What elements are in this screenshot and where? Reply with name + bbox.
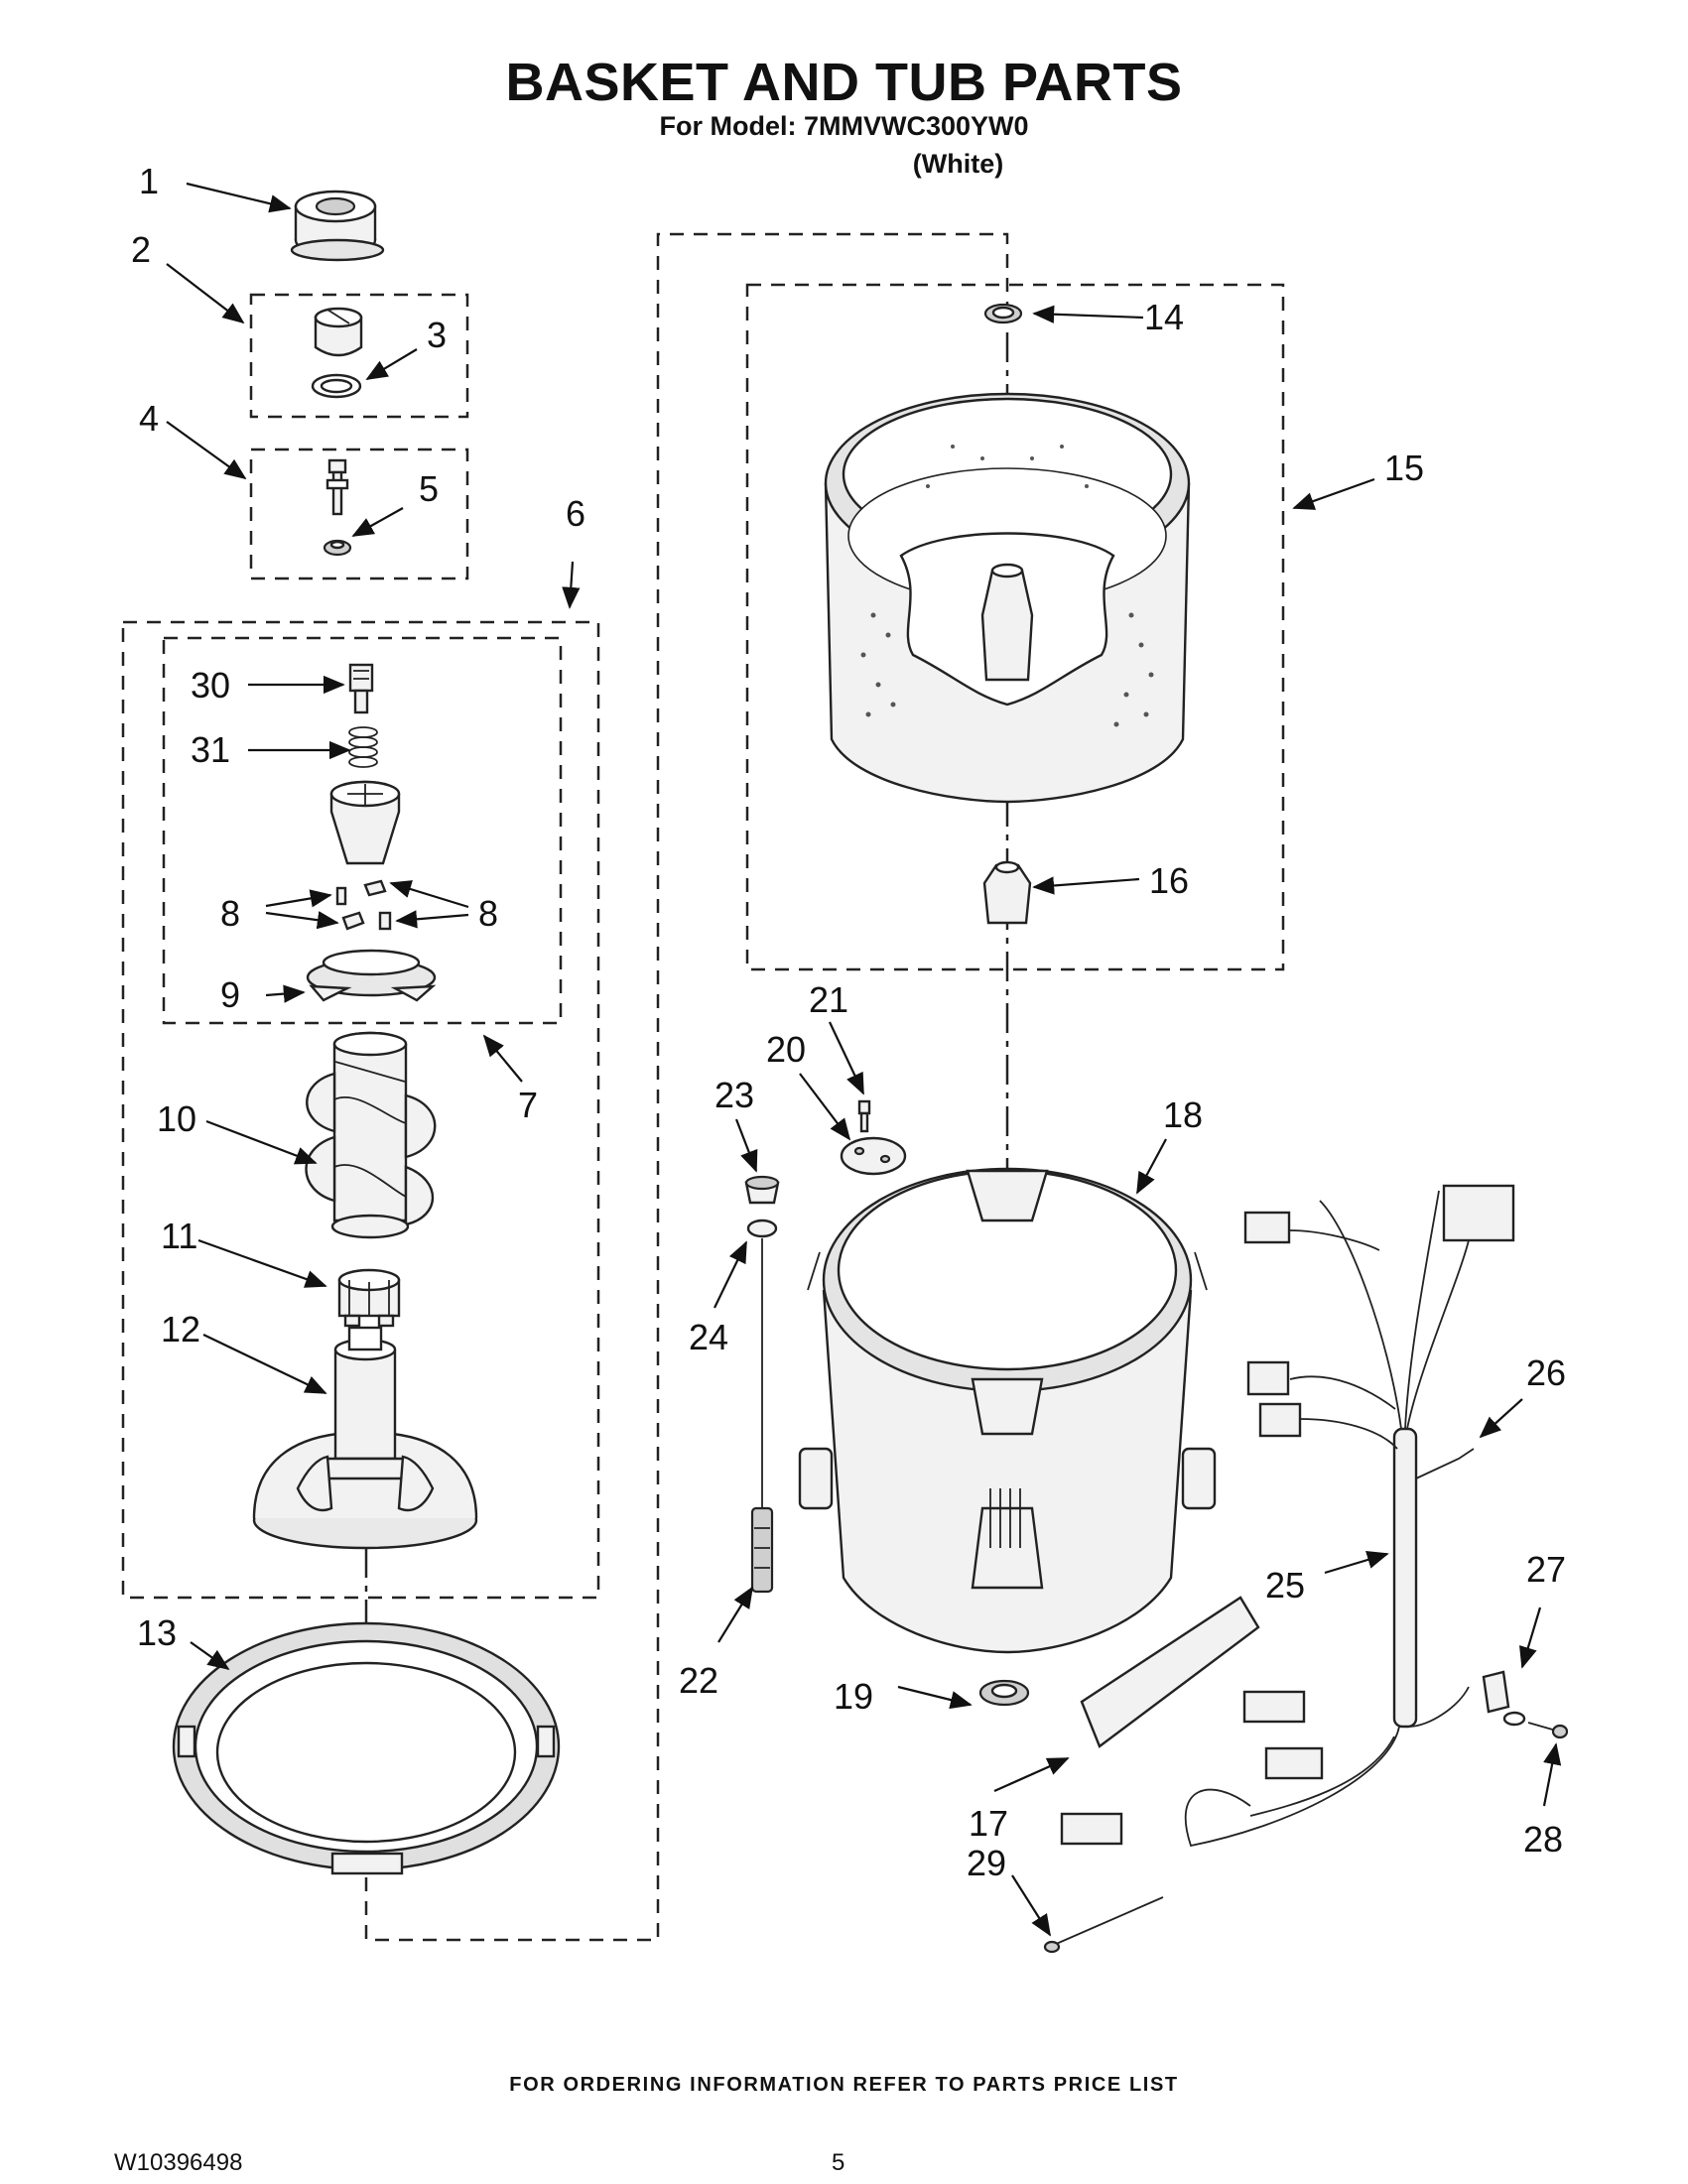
callout-10: 10 <box>157 1098 196 1139</box>
callout-7: 7 <box>518 1085 538 1125</box>
callout-24: 24 <box>689 1317 728 1357</box>
part-10-auger <box>305 1031 437 1239</box>
callout-3: 3 <box>427 315 447 355</box>
part-29-sensor <box>1043 1896 1164 1954</box>
callout-25: 25 <box>1265 1565 1305 1606</box>
callout-31: 31 <box>191 729 230 770</box>
connector-line <box>364 232 1009 1942</box>
kit-box-7 <box>162 636 563 1025</box>
page-number: 5 <box>832 2149 845 2176</box>
callout-28: 28 <box>1523 1819 1563 1860</box>
part-18-outer-tub <box>798 1167 1217 1654</box>
callout-20: 20 <box>766 1029 806 1070</box>
callout-6: 6 <box>566 493 585 534</box>
callout-1: 1 <box>139 161 159 201</box>
callout-4: 4 <box>139 398 159 439</box>
callout-22: 22 <box>679 1660 718 1701</box>
part-4-5-bolt-and-washer <box>323 458 352 557</box>
callout-15: 15 <box>1384 448 1424 488</box>
kit-box-6 <box>121 620 600 1600</box>
kit-box-15 <box>745 283 1285 971</box>
document-number: W10396498 <box>114 2149 243 2176</box>
part-13-tub-ring <box>172 1621 561 1875</box>
part-14-ring <box>983 303 1023 324</box>
callout-29: 29 <box>967 1843 1006 1883</box>
callout-27: 27 <box>1526 1549 1566 1590</box>
callout-8-left: 8 <box>220 893 240 934</box>
part-1-cap <box>290 190 385 262</box>
model-line: For Model: 7MMVWC300YW0 <box>659 111 1029 141</box>
part-20-21-plate-and-screw <box>840 1099 907 1176</box>
part-27-28-clip-and-screw <box>1482 1670 1569 1739</box>
callout-11: 11 <box>161 1216 197 1256</box>
part-19-seal <box>978 1679 1030 1707</box>
callout-9: 9 <box>220 974 240 1015</box>
harness-connectors <box>1060 1184 1515 1846</box>
callout-labels: 1 2 3 4 5 6 30 31 8 8 9 7 10 11 12 13 14… <box>131 161 1566 1883</box>
part-22-23-24-suspension <box>744 1175 780 1594</box>
footer-note: FOR ORDERING INFORMATION REFER TO PARTS … <box>509 2074 1179 2096</box>
callout-30: 30 <box>191 665 230 706</box>
callout-19: 19 <box>834 1676 873 1717</box>
callout-5: 5 <box>419 468 439 509</box>
agitator-cam-body <box>329 780 401 865</box>
part-16-hub <box>982 860 1032 925</box>
callout-23: 23 <box>714 1075 754 1115</box>
part-17-control-board <box>1080 1596 1260 1748</box>
part-8-dogs <box>335 879 392 931</box>
kit-box-4 <box>249 448 469 580</box>
callout-18: 18 <box>1163 1094 1203 1135</box>
callout-16: 16 <box>1149 860 1189 901</box>
color-line: (White) <box>912 149 1004 179</box>
part-9-cap-ring <box>306 949 437 1002</box>
part-15-basket <box>824 392 1191 804</box>
callout-13: 13 <box>137 1612 177 1653</box>
callout-8-right: 8 <box>478 893 498 934</box>
page-title: BASKET AND TUB PARTS <box>505 53 1183 112</box>
kit-box-2 <box>249 293 469 419</box>
part-11-coupler <box>337 1268 401 1328</box>
callout-17: 17 <box>969 1803 1008 1844</box>
part-2-3-cam-and-ring <box>311 307 363 399</box>
part-30-31-dog-and-spring <box>348 663 378 768</box>
part-25-harness <box>1184 1190 1475 1848</box>
part-12-agitator-base <box>252 1326 478 1550</box>
callout-2: 2 <box>131 229 151 270</box>
callout-14: 14 <box>1144 297 1184 337</box>
leader-lines <box>166 182 1562 1937</box>
callout-21: 21 <box>809 979 848 1020</box>
callout-12: 12 <box>161 1309 200 1349</box>
callout-26: 26 <box>1526 1352 1566 1393</box>
